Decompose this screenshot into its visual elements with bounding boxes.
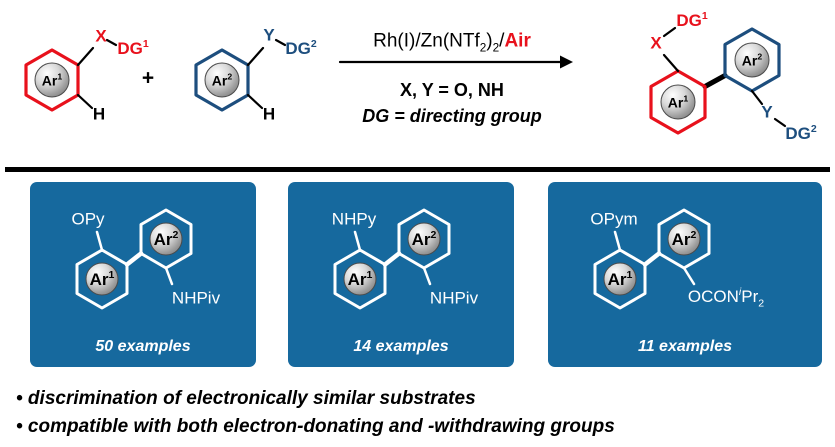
- product-ar1-ring: [649, 69, 707, 135]
- product-y-dg-bond: [773, 117, 787, 128]
- box3-structure: [593, 208, 711, 310]
- box1-ar2-sphere-label: Ar2: [153, 229, 179, 249]
- conditions-line-2: X, Y = O, NH: [400, 80, 504, 100]
- box1-ar1-ring: [75, 248, 129, 310]
- conditions-line-3: DG = directing group: [362, 106, 542, 126]
- reactant2-ar2-sphere-label: Ar2: [211, 71, 233, 89]
- example-box-2: NHPy NHPiv Ar1 Ar2 14 examples: [288, 182, 514, 367]
- product-ar1-sphere: [660, 84, 696, 120]
- box2-ar2-sphere: [407, 222, 441, 256]
- box1-ar1-sphere: [85, 262, 119, 296]
- reactant2-h-label: H: [262, 104, 276, 124]
- reactant2-y-bond: [246, 46, 265, 67]
- product-x-label: X: [650, 33, 662, 53]
- reactant1-x-bond: [76, 46, 95, 67]
- bullet-2: • compatible with both electron-donating…: [16, 416, 615, 437]
- box3-ar2-sphere-label: Ar2: [671, 229, 697, 249]
- box3-bottom-bond: [682, 266, 696, 286]
- box2-ar2-sphere-label: Ar2: [411, 229, 437, 249]
- reactant1-h-label: H: [92, 104, 106, 124]
- box2-ar1-ring: [333, 248, 387, 310]
- box3-ar2-sphere: [667, 222, 701, 256]
- product-dg1-label: DG1: [676, 10, 708, 30]
- box3-top-substituent-label: OPym: [590, 209, 638, 229]
- box2-biaryl-bond: [382, 251, 402, 267]
- box3-bottom-substituent-label: OCONiPr2: [687, 286, 765, 310]
- box2-top-bond: [353, 230, 362, 252]
- reactant2-h-bond: [246, 93, 264, 110]
- reactant1-x-label: X: [95, 26, 107, 46]
- reactant2-y-label: Y: [263, 25, 275, 45]
- box1-ar2-sphere: [149, 222, 183, 256]
- box3-biaryl-bond: [642, 251, 662, 267]
- box3-example-count: 11 examples: [638, 338, 732, 355]
- reactant1-ar1-sphere-label: Ar1: [41, 71, 63, 89]
- product-dg2-label: DG2: [785, 123, 817, 143]
- product-ar2-sphere-label: Ar2: [741, 51, 763, 69]
- box2-bottom-substituent-label: NHPiv: [429, 288, 479, 308]
- box3-ar1-sphere-label: Ar1: [607, 269, 633, 289]
- box2-bottom-bond: [422, 266, 432, 286]
- reactant1-x-dg-bond: [105, 38, 118, 47]
- conditions-line-1: Rh(I)/Zn(NTf2)2/Air: [373, 30, 531, 55]
- box3-ar1-ring: [593, 248, 647, 310]
- product-biaryl-bond: [702, 73, 728, 89]
- box1-example-count: 50 examples: [95, 338, 191, 355]
- box2-ar1-sphere: [343, 262, 377, 296]
- product-ar1-sphere-label: Ar1: [667, 93, 689, 111]
- product-y-bond: [750, 89, 764, 106]
- box3-ar1-sphere: [603, 262, 637, 296]
- product-x-dg-bond: [662, 26, 677, 38]
- box1-biaryl-bond: [124, 251, 144, 267]
- box1-bottom-bond: [164, 266, 174, 286]
- box1-structure: [75, 208, 193, 310]
- plus-sign: +: [141, 66, 155, 90]
- reaction-scheme-drawing: [24, 26, 787, 135]
- box2-top-substituent-label: NHPy: [331, 209, 377, 229]
- box1-top-bond: [95, 230, 104, 252]
- bullet-1: • discrimination of electronically simil…: [16, 388, 476, 409]
- box2-ar1-sphere-label: Ar1: [347, 269, 373, 289]
- product-ar2-sphere: [734, 42, 770, 78]
- example-box-3: OPym OCONiPr2 Ar1 Ar2 11 examples: [548, 182, 822, 367]
- box1-top-substituent-label: OPy: [71, 209, 105, 229]
- reactant1-ar1-sphere: [34, 62, 70, 98]
- bullet-points: • discrimination of electronically simil…: [16, 385, 615, 441]
- reaction-arrow-head: [560, 55, 573, 69]
- reactant1-dg1-label: DG1: [117, 38, 149, 58]
- reactant2-ar2-sphere: [204, 62, 240, 98]
- box2-example-count: 14 examples: [353, 338, 449, 355]
- product-x-bond: [662, 53, 680, 73]
- section-divider: [5, 167, 830, 172]
- example-box-1: OPy NHPiv Ar1 Ar2 50 examples: [30, 182, 256, 367]
- reactant2-y-dg-bond: [274, 38, 287, 47]
- box2-structure: [333, 208, 451, 310]
- box1-bottom-substituent-label: NHPiv: [171, 288, 221, 308]
- box1-ar1-sphere-label: Ar1: [89, 269, 115, 289]
- reactant1-h-bond: [76, 93, 94, 110]
- reactant2-dg2-label: DG2: [285, 38, 317, 58]
- product-y-label: Y: [761, 102, 773, 122]
- box3-top-bond: [613, 230, 622, 252]
